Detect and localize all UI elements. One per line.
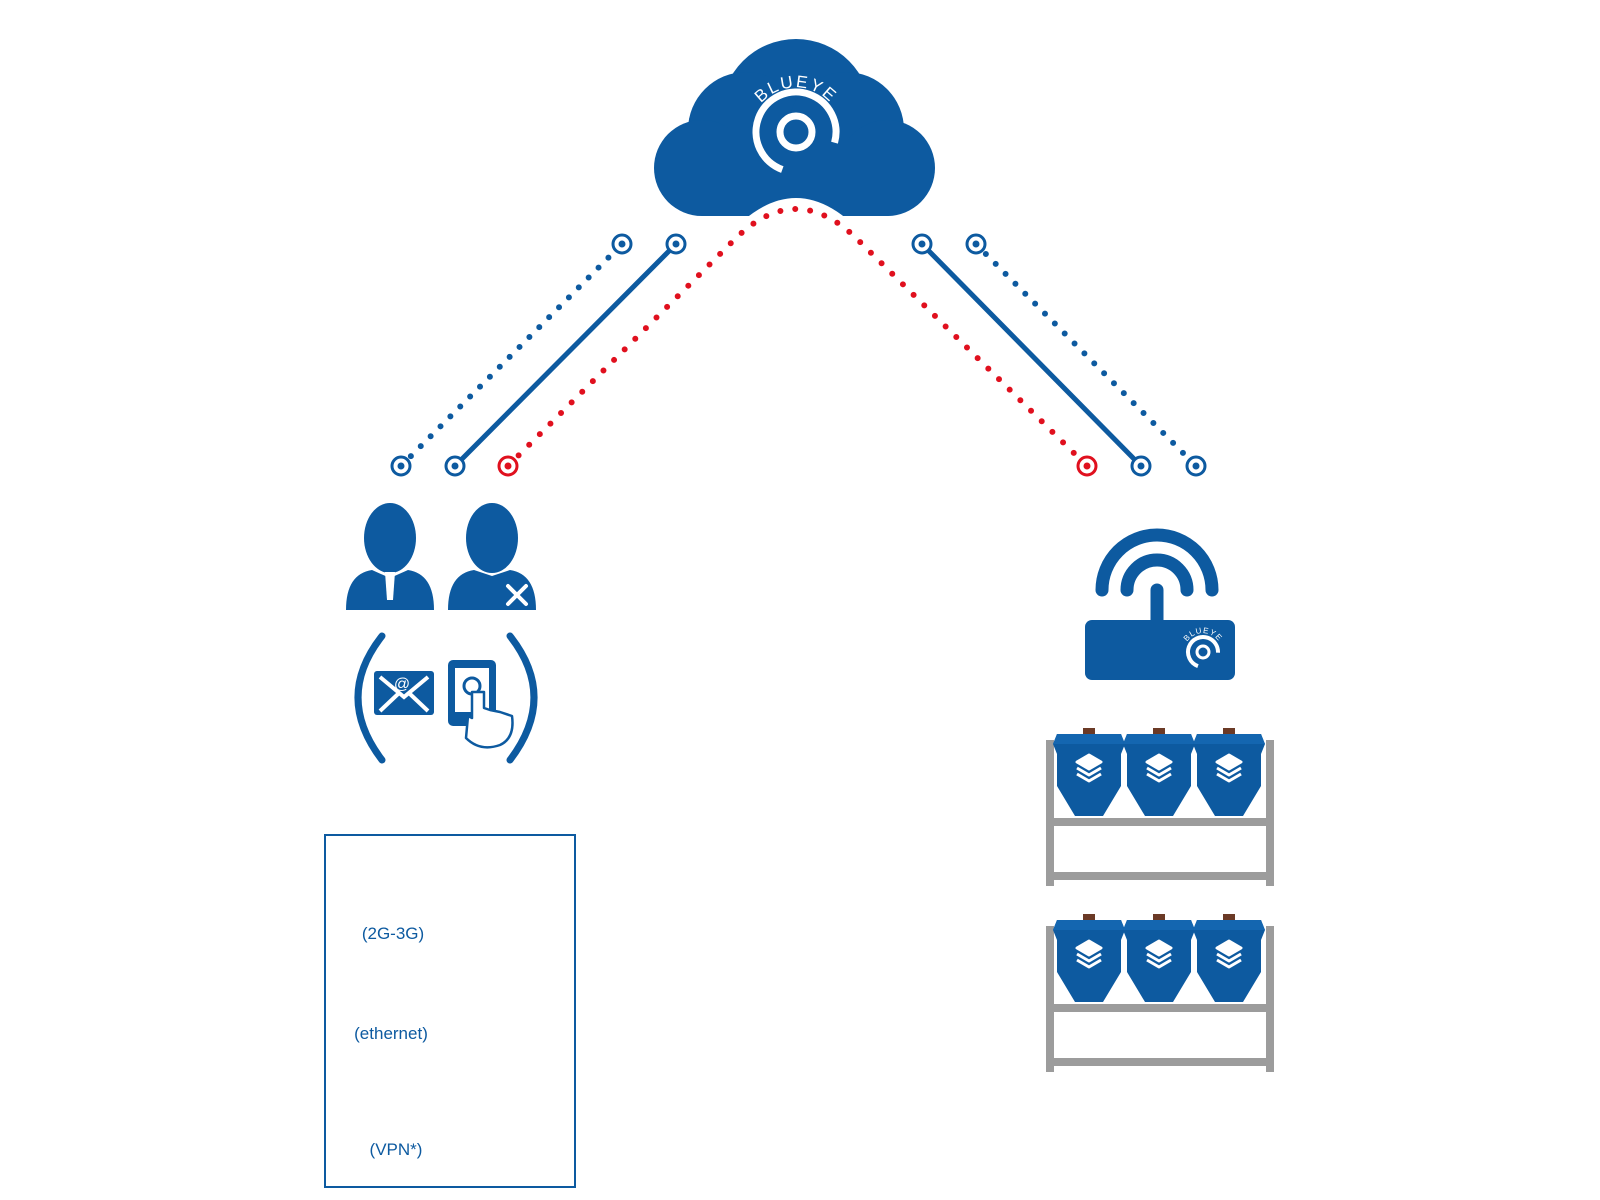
channels-group: @ xyxy=(354,632,538,764)
connection-left-ethernet xyxy=(398,241,625,469)
tank-rack-row-1 xyxy=(1046,728,1274,886)
connection-right-2g3g xyxy=(920,242,1143,468)
user-business-icon xyxy=(346,503,434,610)
wifi-router-icon: BLUEYE xyxy=(1085,528,1235,680)
connection-lines xyxy=(398,206,1199,469)
legend-label-2g3g: (2G-3G) xyxy=(361,924,425,943)
left-paren xyxy=(354,632,386,764)
legend-label-vpn: (VPN*) xyxy=(369,1140,423,1159)
email-icon: @ xyxy=(374,671,434,715)
wrench-icon xyxy=(506,584,528,606)
connection-endpoints xyxy=(390,233,1207,477)
svg-text:@: @ xyxy=(394,676,410,693)
tank-rack-row-2 xyxy=(1046,914,1274,1072)
connection-vpn-arc xyxy=(505,206,1090,469)
legend-box xyxy=(324,834,576,1188)
connection-right-ethernet xyxy=(973,241,1199,469)
user-technician-icon xyxy=(448,503,536,610)
right-paren xyxy=(506,632,538,764)
cloud-icon: BLUEYE xyxy=(654,39,935,240)
legend-label-ethernet: (ethernet) xyxy=(354,1024,428,1043)
tank-rack-icon xyxy=(1046,728,1274,1072)
tablet-touch-icon xyxy=(448,660,514,749)
connection-left-2g3g xyxy=(453,242,678,468)
